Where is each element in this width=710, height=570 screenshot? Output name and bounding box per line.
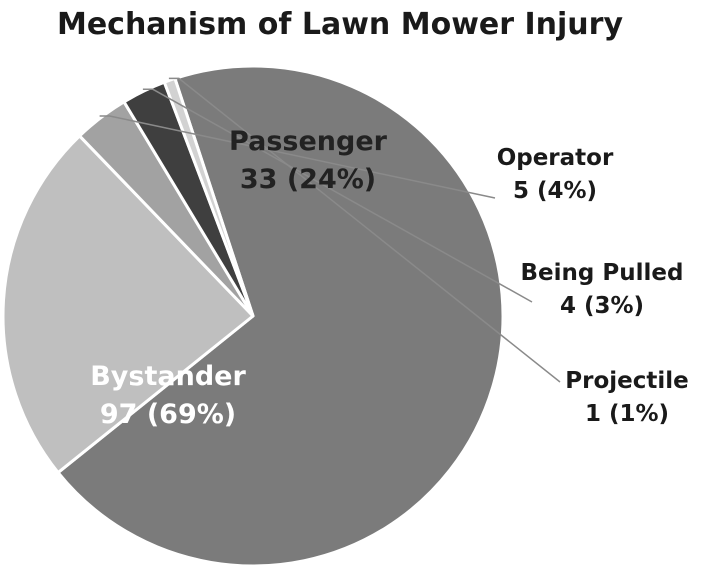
slice-value-projectile: 1 (1%) — [585, 401, 669, 427]
slice-category-being-pulled: Being Pulled — [521, 260, 684, 286]
slice-value-operator: 5 (4%) — [513, 178, 597, 204]
slice-value-being-pulled: 4 (3%) — [560, 293, 644, 319]
slice-bystander — [56, 64, 505, 568]
pie-slices — [1, 64, 505, 568]
slice-value-passenger: 33 (24%) — [240, 164, 376, 195]
slice-label-being-pulled: Being Pulled 4 (3%) — [521, 260, 684, 319]
slice-value-bystander: 97 (69%) — [100, 399, 236, 430]
slice-category-passenger: Passenger — [229, 126, 388, 157]
slice-label-operator: Operator 5 (4%) — [497, 145, 614, 204]
slice-label-passenger: Passenger 33 (24%) — [229, 126, 388, 195]
slice-category-bystander: Bystander — [90, 361, 246, 392]
leader-line-operator — [99, 115, 496, 199]
slice-labels: Bystander 97 (69%) Passenger 33 (24%) Operat… — [90, 126, 689, 430]
slice-label-bystander: Bystander 97 (69%) — [90, 361, 246, 430]
slice-label-projectile: Projectile 1 (1%) — [565, 368, 688, 427]
leader-lines — [99, 77, 561, 383]
slice-category-projectile: Projectile — [565, 368, 688, 394]
slice-passenger — [1, 134, 255, 475]
leader-line-being-pulled — [142, 88, 533, 303]
chart-title: Mechanism of Lawn Mower Injury — [57, 7, 623, 42]
slice-category-operator: Operator — [497, 145, 614, 171]
leader-line-projectile — [168, 77, 561, 383]
